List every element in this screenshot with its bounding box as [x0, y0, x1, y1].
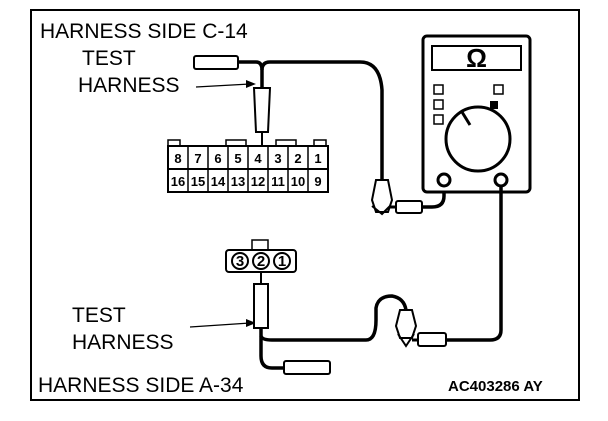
- jack-com: [436, 172, 452, 188]
- top-harness-probe: [252, 87, 272, 133]
- figure-frame: [30, 9, 580, 401]
- bottom-leader-arrow: [189, 319, 256, 328]
- meter-lead-positive: [446, 186, 503, 342]
- ohm-symbol: Ω: [466, 43, 487, 73]
- test-harness-top-label-line2: HARNESS: [78, 74, 180, 97]
- test-harness-bottom-label-line1: TEST: [72, 304, 126, 327]
- c14-pin-label: 13: [231, 174, 245, 189]
- a34-pin-label: 3: [236, 253, 244, 270]
- c14-pin-label: 16: [171, 174, 185, 189]
- c14-pin-label: 6: [214, 151, 221, 166]
- range-mark: [433, 99, 444, 110]
- top-title: HARNESS SIDE C-14: [40, 20, 248, 43]
- figure-code: AC403286 AY: [448, 378, 543, 395]
- a34-pin-label: 2: [257, 253, 265, 270]
- top-meter-lead-plug: [395, 200, 423, 214]
- c14-pin-label: 12: [251, 174, 265, 189]
- c14-pin-label: 2: [294, 151, 301, 166]
- c14-pin-label: 10: [291, 174, 305, 189]
- selector-dial: [444, 105, 512, 173]
- a34-pin-cavity: [252, 252, 270, 270]
- c14-pin-label: 3: [274, 151, 281, 166]
- range-mark: [433, 114, 444, 125]
- c14-pin-label: 1: [314, 151, 321, 166]
- top-harness-wire: [260, 60, 384, 180]
- c14-pin-label: 11: [271, 174, 285, 189]
- jack-ohm: [493, 172, 509, 188]
- test-harness-top-label-line1: TEST: [82, 47, 136, 70]
- a34-pin-cavity: [273, 252, 291, 270]
- bottom-test-harness: [253, 272, 447, 375]
- c14-pin-label: 8: [174, 151, 181, 166]
- top-leader-arrow: [195, 80, 256, 88]
- c14-pin-label: 15: [191, 174, 205, 189]
- range-mark: [493, 84, 504, 95]
- c14-pin-label: 4: [254, 151, 262, 166]
- a34-pin-label: 1: [278, 253, 286, 270]
- range-mark: [433, 84, 444, 95]
- dial-pointer: [460, 111, 472, 126]
- bottom-harness-wire: [259, 294, 408, 342]
- bottom-harness-probe: [253, 283, 269, 329]
- a34-pin-cavity: [231, 252, 249, 270]
- c14-pin-label: 5: [234, 151, 241, 166]
- top-alligator-clip: [370, 179, 394, 213]
- c14-pin-label: 7: [194, 151, 201, 166]
- multimeter: Ω: [421, 34, 532, 194]
- multimeter-display: [431, 45, 522, 71]
- top-harness-plug: [193, 55, 239, 70]
- bottom-meter-lead-plug: [417, 332, 447, 347]
- meter-lead-negative: [422, 182, 446, 209]
- bottom-title: HARNESS SIDE A-34: [38, 374, 244, 397]
- test-harness-bottom-label-line2: HARNESS: [72, 331, 174, 354]
- bottom-harness-plug: [283, 360, 331, 375]
- c14-pin-label: 14: [211, 174, 226, 189]
- c14-pin-label: 9: [314, 174, 321, 189]
- range-mark: [490, 101, 498, 109]
- top-test-harness: [193, 55, 446, 216]
